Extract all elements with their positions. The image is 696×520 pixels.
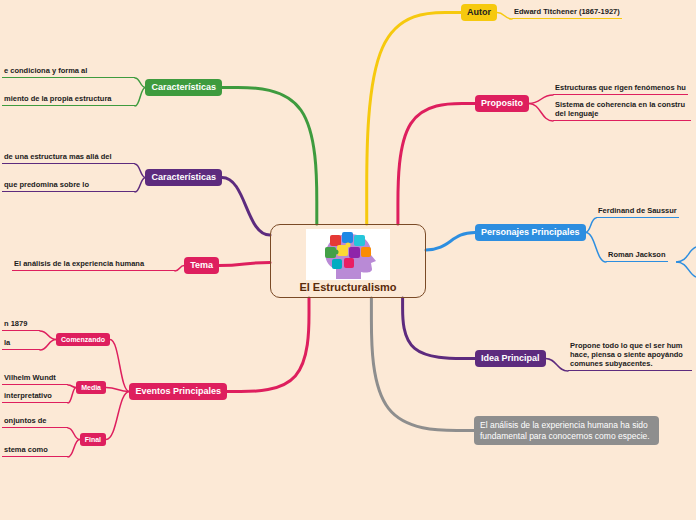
topic-text: Estructuras que rigen fenómenos hu — [555, 83, 686, 92]
topic-text: Final — [85, 435, 101, 444]
topic-text: Personajes Principales — [481, 227, 580, 238]
topic-text: que predomina sobre lo — [4, 180, 133, 189]
connector — [529, 104, 553, 122]
topic-text: Ferdinand de Saussur — [598, 206, 677, 215]
branch-box: Características — [145, 169, 222, 186]
sub-branch-box: Media — [76, 381, 106, 394]
puzzle-head-illustration — [306, 229, 390, 280]
connector — [40, 340, 56, 351]
connector — [497, 13, 512, 20]
leaf-topic: Propone todo lo que el ser hum hace, pie… — [568, 341, 692, 371]
topic-text: Vilhelm Wundt — [4, 373, 66, 382]
topic-text: Características — [151, 82, 216, 93]
connector — [222, 88, 317, 225]
topic-text: de una estructura mas allá del — [4, 152, 133, 161]
connector — [40, 331, 56, 340]
leaf-topic: Sistema de coherencia en la constru del … — [553, 100, 691, 121]
topic-text: El análisis de la experiencia humana — [14, 259, 173, 268]
connector — [529, 95, 553, 104]
connector — [135, 88, 145, 107]
topic-text: Edward Titchener (1867-1927) — [514, 7, 620, 16]
connector — [426, 233, 475, 250]
connector — [135, 178, 145, 193]
connector — [68, 428, 80, 440]
topic-text: la — [4, 338, 38, 347]
leaf-topic: la — [2, 338, 40, 350]
leaf-topic: Ferdinand de Saussur — [596, 206, 679, 218]
connector — [586, 233, 606, 263]
sub-branch-box: Comenzando — [56, 333, 110, 346]
branch-box: Eventos Principales — [129, 383, 227, 400]
topic-text: e condiciona y forma al — [4, 66, 133, 75]
leaf-topic: El análisis de la experiencia humana — [12, 259, 175, 271]
topic-text: El análisis de la experiencia humana ha … — [480, 420, 653, 441]
topic-text: stema como — [4, 445, 66, 454]
topic-text: Comenzando — [61, 335, 105, 344]
leaf-topic: Vilhelm Wundt — [2, 373, 68, 385]
connector — [106, 388, 129, 392]
topic-text: Sistema de coherencia en la constru del … — [555, 100, 689, 118]
topic-text: Propone todo lo que el ser hum hace, pie… — [570, 341, 690, 368]
branch-line — [676, 262, 696, 277]
connector — [175, 266, 184, 272]
branch-box: Tema — [184, 257, 219, 274]
topic-text: n 1879 — [4, 319, 38, 328]
connector — [398, 104, 475, 225]
connector — [135, 164, 145, 178]
topic-text: Roman Jackson — [608, 250, 666, 259]
topic-text: interpretativo — [4, 391, 66, 400]
branch-box: Personajes Principales — [475, 224, 586, 241]
sub-branch-box: Final — [80, 433, 106, 446]
connector — [106, 392, 129, 440]
topic-text: Eventos Principales — [135, 386, 221, 397]
topic-text: onjuntos de — [4, 416, 66, 425]
central-topic: El Estructuralismo — [270, 224, 426, 298]
leaf-topic: miento de la propia estructura — [2, 94, 135, 106]
leaf-topic: de una estructura mas allá del — [2, 152, 135, 164]
branch-box: Características — [145, 79, 222, 96]
connector — [68, 385, 76, 388]
topic-text: Idea Principal — [481, 353, 540, 364]
branch-box: Proposito — [475, 95, 529, 112]
connector — [68, 388, 76, 404]
branch-box: Idea Principal — [475, 350, 546, 367]
connector — [135, 78, 145, 88]
connector — [403, 298, 475, 359]
leaf-topic: stema como — [2, 445, 68, 457]
topic-text: Características — [151, 172, 216, 183]
topic-text: Media — [81, 383, 101, 392]
connector — [227, 298, 309, 392]
leaf-topic: interpretativo — [2, 391, 68, 403]
connector — [110, 340, 129, 392]
leaf-topic: e condiciona y forma al — [2, 66, 135, 78]
leaf-topic: Roman Jackson — [606, 250, 668, 262]
leaf-topic: onjuntos de — [2, 416, 68, 428]
connector — [586, 218, 596, 233]
leaf-topic: n 1879 — [2, 319, 40, 331]
topic-text: Tema — [190, 260, 213, 271]
note-box: El análisis de la experiencia humana ha … — [474, 416, 659, 445]
connector — [68, 440, 80, 458]
leaf-topic: Estructuras que rigen fenómenos hu — [553, 83, 688, 95]
branch-box: Autor — [461, 4, 497, 21]
topic-text: Autor — [467, 7, 491, 18]
branch-line — [676, 247, 696, 262]
topic-title: El Estructuralismo — [299, 281, 396, 293]
connector — [219, 262, 270, 265]
connector — [546, 359, 568, 372]
topic-text: miento de la propia estructura — [4, 94, 133, 103]
topic-text: Proposito — [481, 98, 523, 109]
connector — [222, 178, 270, 236]
leaf-topic: que predomina sobre lo — [2, 180, 135, 192]
connector — [371, 298, 474, 431]
leaf-topic: Edward Titchener (1867-1927) — [512, 7, 622, 19]
